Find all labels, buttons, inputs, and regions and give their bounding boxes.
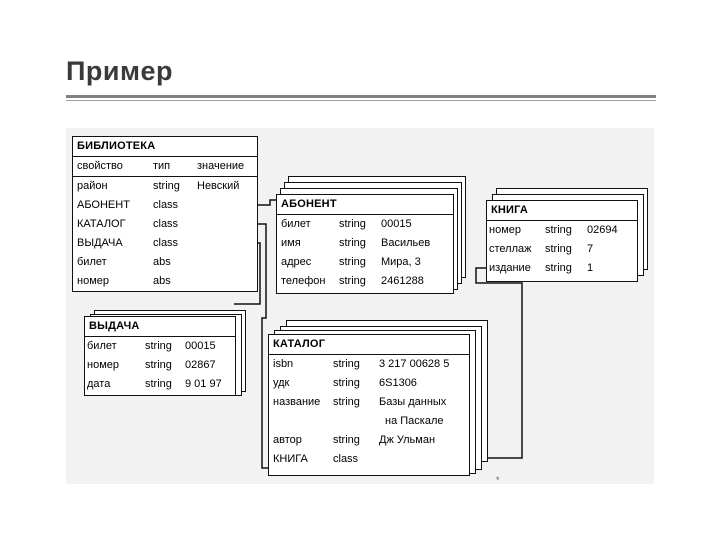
cell-value: 3 217 00628 5 — [379, 358, 450, 370]
table-title: КАТАЛОГ — [269, 335, 469, 355]
table-row: номер string 02694 — [487, 221, 637, 240]
cell-value: 1 — [587, 262, 594, 274]
cell-name: телефон — [281, 275, 326, 287]
table-row: автор string Дж Ульман — [269, 431, 469, 450]
header-value: значение — [197, 160, 245, 172]
table-katalog: КАТАЛОГ isbn string 3 217 00628 5 удк st… — [268, 334, 470, 476]
table-row: номер string 02867 — [85, 356, 235, 375]
cell-name: билет — [281, 218, 311, 230]
table-header-row: свойство тип значение — [73, 157, 257, 177]
cell-value: Базы данных — [379, 396, 447, 408]
table-row: название string Базы данных на Паскале — [269, 393, 469, 431]
cell-name: стеллаж — [489, 243, 532, 255]
cell-value: Дж Ульман — [379, 434, 436, 446]
cell-type: class — [153, 237, 179, 249]
cell-type: string — [545, 243, 572, 255]
cell-name: номер — [489, 224, 521, 236]
cell-name: КНИГА — [273, 453, 308, 465]
cell-name: имя — [281, 237, 301, 249]
table-row: АБОНЕНТ class — [73, 196, 257, 215]
cell-name: автор — [273, 434, 302, 446]
cell-type: string — [145, 359, 172, 371]
cell-name: удк — [273, 377, 290, 389]
table-title: КНИГА — [487, 201, 637, 221]
header-property: свойство — [77, 160, 123, 172]
cell-name: билет — [77, 256, 107, 268]
cell-type: string — [545, 262, 572, 274]
table-row: стеллаж string 7 — [487, 240, 637, 259]
cell-type: class — [333, 453, 359, 465]
table-row: ВЫДАЧА class — [73, 234, 257, 253]
cell-value: 6S1306 — [379, 377, 417, 389]
cell-type: abs — [153, 256, 171, 268]
cell-name: название — [273, 396, 321, 408]
table-row: КАТАЛОГ class — [73, 215, 257, 234]
table-row: дата string 9 01 97 — [85, 375, 235, 394]
slide-title: Пример — [66, 56, 173, 86]
cell-type: string — [339, 237, 366, 249]
cell-type: string — [145, 340, 172, 352]
cell-name: ВЫДАЧА — [77, 237, 123, 249]
cell-name: isbn — [273, 358, 294, 370]
table-title: ВЫДАЧА — [85, 317, 235, 337]
table-vydacha: ВЫДАЧА билет string 00015 номер string 0… — [84, 316, 236, 396]
cell-value-continued: на Паскале — [385, 415, 444, 427]
title-rule-thin — [66, 100, 656, 101]
cell-type: string — [333, 434, 360, 446]
cell-value: 2461288 — [381, 275, 424, 287]
table-title: АБОНЕНТ — [277, 195, 453, 215]
cell-type: class — [153, 199, 179, 211]
cell-type: string — [153, 180, 180, 192]
cell-value: 02694 — [587, 224, 618, 236]
table-row: издание string 1 — [487, 259, 637, 278]
table-abonent: АБОНЕНТ билет string 00015 имя string Ва… — [276, 194, 454, 294]
cell-type: class — [153, 218, 179, 230]
footer-mark: * — [496, 475, 500, 485]
table-title: БИБЛИОТЕКА — [73, 137, 257, 157]
cell-type: string — [339, 256, 366, 268]
table-row: номер abs — [73, 272, 257, 291]
table-row: имя string Васильев — [277, 234, 453, 253]
table-row: КНИГА class — [269, 450, 469, 469]
table-row: билет string 00015 — [277, 215, 453, 234]
cell-name: КАТАЛОГ — [77, 218, 126, 230]
table-biblioteka: БИБЛИОТЕКА свойство тип значение район s… — [72, 136, 258, 292]
cell-type: string — [333, 358, 360, 370]
cell-value: 00015 — [381, 218, 412, 230]
cell-type: abs — [153, 275, 171, 287]
cell-type: string — [339, 218, 366, 230]
cell-type: string — [545, 224, 572, 236]
table-row: билет abs — [73, 253, 257, 272]
cell-value: Васильев — [381, 237, 431, 249]
table-row: isbn string 3 217 00628 5 — [269, 355, 469, 374]
title-rule-thick — [66, 95, 656, 98]
cell-value: Мира, 3 — [381, 256, 421, 268]
table-row: район string Невский — [73, 177, 257, 196]
table-row: адрес string Мира, 3 — [277, 253, 453, 272]
cell-name: номер — [77, 275, 109, 287]
cell-value: 9 01 97 — [185, 378, 222, 390]
header-type: тип — [153, 160, 171, 172]
cell-value: 7 — [587, 243, 594, 255]
cell-name: район — [77, 180, 108, 192]
class-diagram: БИБЛИОТЕКА свойство тип значение район s… — [66, 128, 654, 484]
cell-name: билет — [87, 340, 117, 352]
table-row: билет string 00015 — [85, 337, 235, 356]
cell-type: string — [333, 377, 360, 389]
table-kniga: КНИГА номер string 02694 стеллаж string … — [486, 200, 638, 282]
cell-value: 02867 — [185, 359, 216, 371]
cell-name: АБОНЕНТ — [77, 199, 130, 211]
cell-name: номер — [87, 359, 119, 371]
cell-type: string — [145, 378, 172, 390]
cell-type: string — [339, 275, 366, 287]
cell-type: string — [333, 396, 360, 408]
cell-value: Невский — [197, 180, 240, 192]
cell-name: адрес — [281, 256, 312, 268]
table-row: удк string 6S1306 — [269, 374, 469, 393]
table-row: телефон string 2461288 — [277, 272, 453, 291]
cell-name: издание — [489, 262, 531, 274]
cell-value: 00015 — [185, 340, 216, 352]
cell-name: дата — [87, 378, 111, 390]
